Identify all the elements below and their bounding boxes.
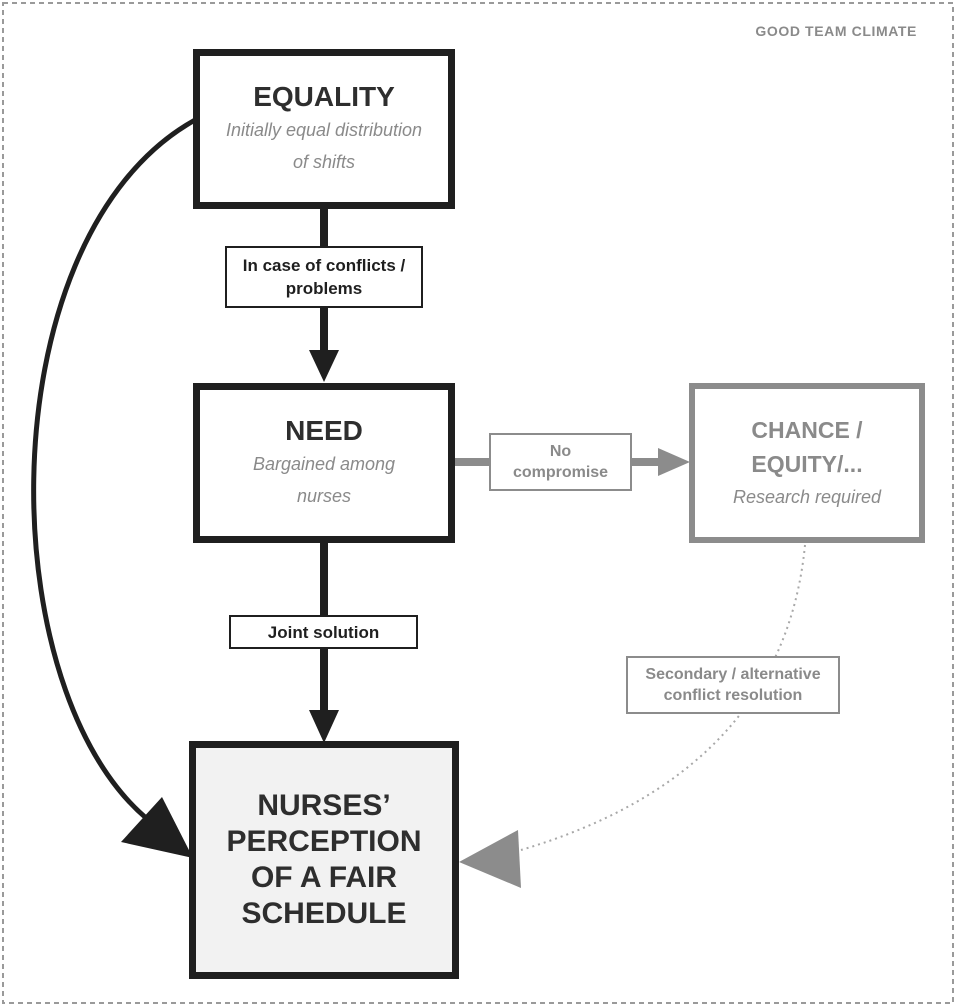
edge-equality-need-arrowhead (309, 350, 339, 382)
node-need: NEED Bargained among nurses (193, 383, 455, 543)
node-need-subtitle: Bargained among nurses (252, 454, 396, 506)
edge-need-outcome-arrowhead (309, 710, 339, 743)
node-chance-title: CHANCE / EQUITY/... (751, 417, 863, 477)
edge-need-chance-arrowhead (658, 448, 690, 476)
node-equality-title: EQUALITY (253, 81, 395, 112)
edge-label-joint-solution: Joint solution (229, 615, 418, 649)
edge-label-conflicts: In case of conflicts / problems (225, 246, 423, 308)
frame-label: GOOD TEAM CLIMATE (755, 23, 917, 39)
edge-label-no-compromise: No compromise (489, 433, 632, 491)
edge-equality-outcome-curve (31, 117, 197, 835)
node-outcome-title: NURSES’ PERCEPTION OF A FAIR SCHEDULE (226, 789, 422, 930)
edge-chance-outcome-arrowhead (459, 830, 521, 888)
edge-chance-outcome-dotted (520, 544, 806, 851)
node-chance-subtitle: Research required (732, 487, 882, 507)
node-equality-subtitle: Initially equal distribution of shifts (225, 120, 423, 172)
node-need-title: NEED (285, 415, 363, 446)
edge-equality-outcome-arrowhead (121, 797, 193, 858)
node-equality: EQUALITY Initially equal distribution of… (193, 49, 455, 209)
node-outcome: NURSES’ PERCEPTION OF A FAIR SCHEDULE (189, 741, 459, 979)
node-chance: CHANCE / EQUITY/... Research required (689, 383, 925, 543)
edge-label-secondary-resolution: Secondary / alternative conflict resolut… (626, 656, 840, 714)
